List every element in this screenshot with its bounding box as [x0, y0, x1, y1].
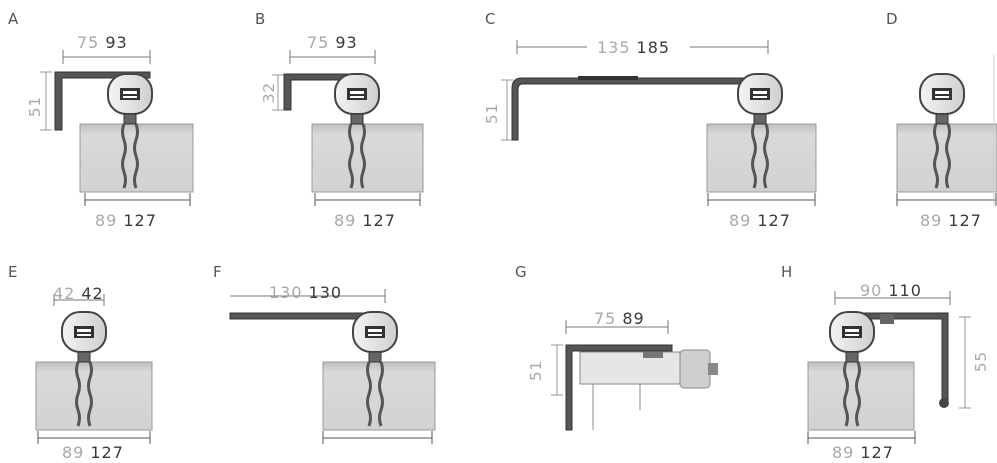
panel-f-top-b: 130 [308, 283, 343, 302]
panel-a-bottom-a: 89 [95, 211, 118, 230]
panel-g-side-dimension: 51 [527, 359, 545, 381]
panel-e-bottom-dimension: 89 127 [62, 443, 124, 462]
panel-c-top-a: 135 [597, 38, 631, 57]
panel-a-top-b: 93 [105, 33, 128, 52]
panel-h-top-b: 110 [888, 281, 922, 300]
panel-f-letter: F [213, 263, 223, 281]
panel-c-bottom-dimension: 89 127 [729, 211, 791, 230]
panel-c-bottom-a: 89 [729, 211, 752, 230]
panel-b-letter: B [255, 10, 267, 28]
panel-g-top-a: 75 [594, 309, 617, 328]
panel-a-letter: A [8, 10, 20, 28]
panel-f-top-a: 130 [269, 283, 303, 302]
panel-c-top-b: 185 [636, 38, 671, 57]
panel-d-bottom-a: 89 [920, 211, 943, 230]
panel-a-top-a: 75 [77, 33, 100, 52]
panel-d-letter: D [886, 10, 899, 28]
panel-e-bottom-b: 127 [90, 443, 124, 462]
panel-h-drawing [807, 291, 971, 444]
panel-d-bottom-b: 127 [948, 211, 982, 230]
panel-h-top-a: 90 [860, 281, 883, 300]
panel-c-top-dimension: 135 185 [597, 38, 670, 57]
panel-e-top-dimension: 42 42 [53, 284, 104, 303]
panel-e-letter: E [8, 263, 19, 281]
panel-h-bottom-b: 127 [860, 443, 894, 462]
panel-g-top-b: 89 [622, 309, 645, 328]
panel-b-bottom-b: 127 [362, 211, 396, 230]
panel-c-side-dimension: 51 [483, 102, 501, 124]
panel-g-drawing [551, 320, 718, 431]
panel-a-bottom-dimension: 89 127 [95, 211, 157, 230]
panel-d-bottom-dimension: 89 127 [920, 211, 982, 230]
panel-f-drawing [229, 289, 436, 444]
panel-e-drawing [35, 294, 153, 444]
panel-b-bottom-a: 89 [334, 211, 357, 230]
panel-b-side-dimension: 32 [260, 81, 278, 103]
panel-h-top-dimension: 90 110 [860, 281, 922, 300]
panel-c-letter: C [485, 10, 497, 28]
panel-c-drawing [501, 40, 817, 206]
panel-a-top-dimension: 75 93 [77, 33, 128, 52]
panel-b-top-b: 93 [335, 33, 358, 52]
panel-g-top-dimension: 75 89 [594, 309, 645, 328]
panel-h-letter: H [781, 263, 794, 281]
panel-e-top-b: 42 [81, 284, 104, 303]
panel-c-bottom-b: 127 [757, 211, 791, 230]
panel-a-bottom-b: 127 [123, 211, 157, 230]
panel-d-drawing [896, 55, 997, 206]
panel-b-drawing [272, 50, 424, 206]
panel-e-top-a: 42 [53, 284, 76, 303]
panel-h-bottom-a: 89 [832, 443, 855, 462]
panel-b-top-dimension: 75 93 [307, 33, 358, 52]
panel-a-drawing [40, 50, 194, 206]
panel-a-side-dimension: 51 [26, 95, 44, 117]
panel-h-side-dimension: 55 [972, 350, 990, 372]
panel-b-top-a: 75 [307, 33, 330, 52]
panel-f-top-dimension: 130 130 [269, 283, 342, 302]
panel-e-bottom-a: 89 [62, 443, 85, 462]
panel-g-letter: G [515, 263, 528, 281]
panel-b-bottom-dimension: 89 127 [334, 211, 396, 230]
panel-h-bottom-dimension: 89 127 [832, 443, 894, 462]
